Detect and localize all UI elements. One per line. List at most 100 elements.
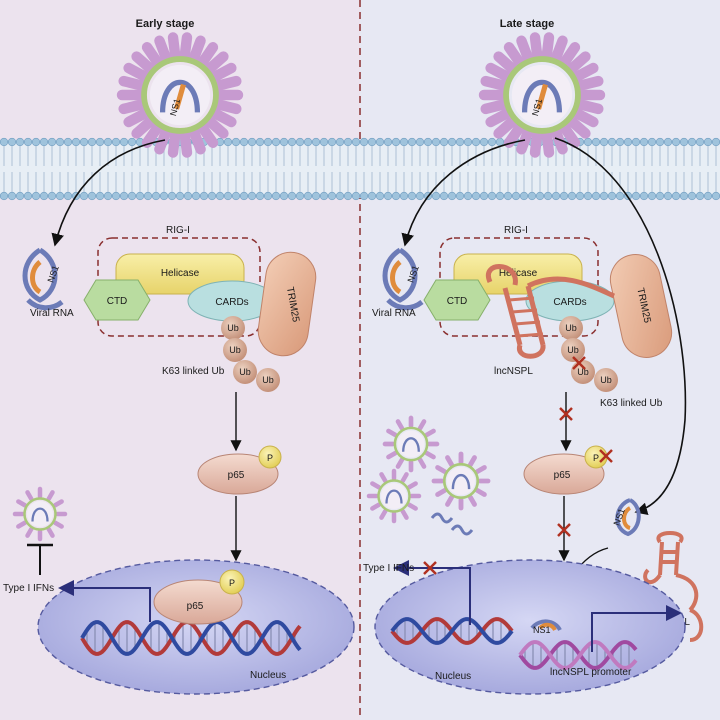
lipid-head	[431, 137, 441, 147]
lipid-head	[463, 191, 473, 201]
lncnspl-hairpin-cytoplasm	[643, 531, 699, 612]
type1-ifns-label-right: Type I IFNs	[363, 563, 414, 574]
ub-chain-left	[221, 316, 280, 392]
lipid-head	[447, 191, 457, 201]
ub-3-left	[233, 360, 257, 384]
lipid-head	[631, 137, 641, 147]
spike	[572, 108, 599, 128]
ctd-left	[83, 279, 151, 321]
spike	[503, 42, 525, 67]
ub-1-left	[221, 316, 245, 340]
lncnspl-promoter-label: lncNSPL promoter	[550, 667, 632, 678]
ns1-label-virus-left: NS1	[168, 97, 182, 117]
lipid-head	[351, 191, 361, 201]
core	[381, 483, 407, 509]
spike	[141, 42, 163, 67]
lipid-head	[695, 191, 705, 201]
lipid-head	[119, 137, 129, 147]
lipid-head	[615, 191, 625, 201]
spike	[214, 75, 242, 91]
lipid-head	[359, 191, 369, 201]
spike	[386, 450, 398, 460]
lipid-head	[279, 137, 289, 147]
lipid-head	[71, 137, 81, 147]
lipid-head	[655, 137, 665, 147]
dna-helix-lncnspl-right	[518, 640, 638, 670]
p65-nuclear-left	[153, 579, 243, 625]
lipid-head	[63, 137, 73, 147]
spike	[485, 62, 512, 82]
lipid-head	[343, 191, 353, 201]
lipid-head	[15, 191, 25, 201]
lipid-head	[223, 191, 233, 201]
spike	[46, 490, 55, 502]
lipid-head	[247, 191, 257, 201]
p65-right	[523, 453, 605, 495]
spike	[205, 116, 229, 139]
lipid-head	[87, 137, 97, 147]
lipid-head	[295, 137, 305, 147]
envelope	[141, 56, 219, 134]
core	[27, 501, 53, 527]
lipid-head	[399, 137, 409, 147]
lipid-head	[183, 191, 193, 201]
virus-particle-left	[116, 32, 244, 158]
spike	[167, 32, 181, 60]
lipid-head	[39, 191, 49, 201]
lipid-head	[87, 191, 97, 201]
lipid-head	[679, 191, 689, 201]
virus-progeny-2	[366, 468, 422, 524]
spike	[468, 455, 477, 468]
lipid-head	[335, 191, 345, 201]
lipid-head	[55, 137, 65, 147]
lipid-head	[439, 191, 449, 201]
lipid-head	[711, 137, 720, 147]
lipid-head	[263, 191, 273, 201]
spike	[52, 520, 64, 529]
lncnspl-transcript	[689, 608, 704, 642]
lipid-head	[639, 137, 649, 147]
lipid-head	[343, 137, 353, 147]
lipid-head	[271, 137, 281, 147]
lipid-head	[695, 137, 705, 147]
ns1-protein-cytoplasm	[615, 498, 641, 537]
phospho-nuclear-label-left: P	[229, 578, 235, 588]
envelope	[23, 497, 57, 531]
lipid-head	[239, 191, 249, 201]
lipid-head	[447, 137, 457, 147]
lipid-head	[375, 137, 385, 147]
lipid-head	[103, 191, 113, 201]
lipid-head	[527, 191, 537, 201]
lipid-head	[623, 137, 633, 147]
lipid-head	[495, 191, 505, 201]
spike	[468, 494, 477, 507]
block-x-nuclear-entry	[557, 523, 571, 537]
lipid-head	[703, 137, 713, 147]
lipid-head	[39, 137, 49, 147]
lipid-head	[295, 191, 305, 201]
lipid-head	[383, 137, 393, 147]
ns1-segment	[174, 83, 186, 110]
lipid-head	[0, 191, 9, 201]
spike	[572, 62, 599, 82]
spike	[197, 42, 219, 67]
spike	[25, 490, 34, 502]
phospho-label-left: P	[267, 453, 273, 463]
spike	[379, 472, 388, 484]
lipid-head	[63, 191, 73, 201]
genome	[385, 489, 403, 504]
lipid-head	[367, 137, 377, 147]
lipid-head	[231, 137, 241, 147]
lipid-head	[255, 191, 265, 201]
lipid-head	[287, 191, 297, 201]
lipid-head	[303, 137, 313, 147]
genome	[159, 80, 201, 113]
spike	[197, 123, 219, 148]
ub-4-right	[594, 368, 618, 392]
cards-label-right: CARDs	[553, 297, 586, 308]
spike	[214, 99, 242, 115]
genome	[31, 507, 49, 522]
k63-label-right: K63 linked Ub	[600, 398, 663, 409]
nucleus-label-left: Nucleus	[250, 670, 286, 681]
